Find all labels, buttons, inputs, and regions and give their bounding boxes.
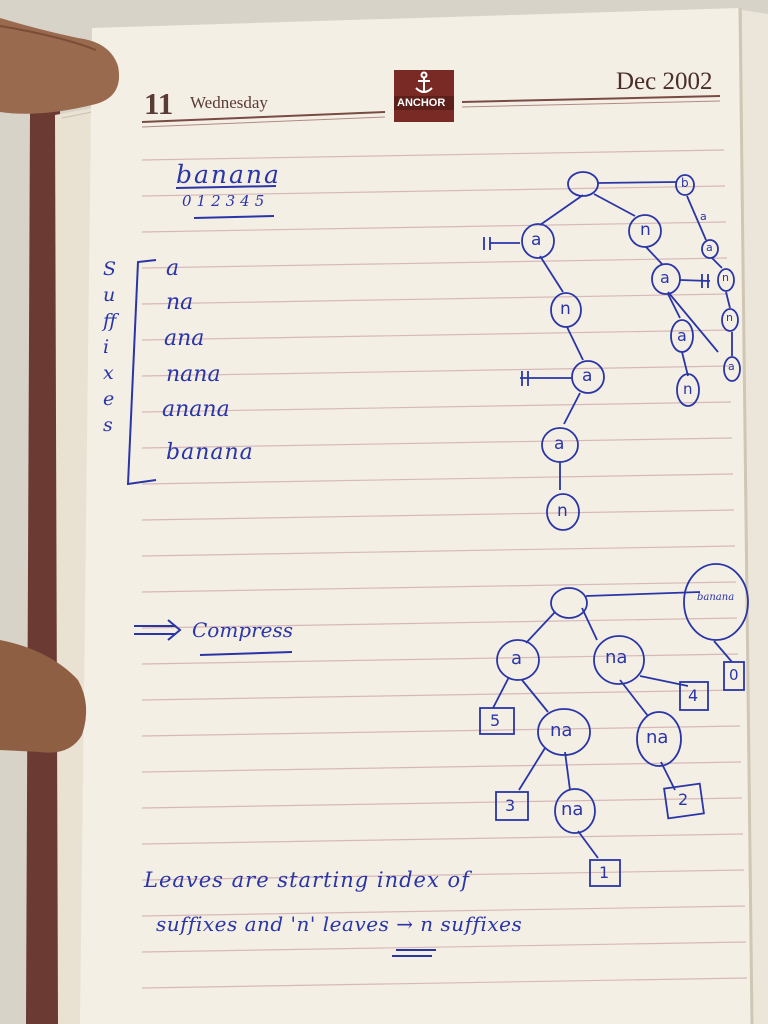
note-footer-line2: suffixes and 'n' leaves → n suffixes	[156, 912, 523, 936]
leaf-box	[679, 681, 709, 711]
date-month-year: Dec 2002	[616, 68, 713, 95]
tree-node	[636, 711, 682, 767]
trie-node-label: a	[706, 241, 713, 254]
finger	[0, 640, 87, 753]
leaf-index: 4	[688, 686, 699, 705]
date-day-number: 11	[144, 86, 174, 121]
notebook-cover	[26, 100, 62, 1024]
trie-node	[675, 174, 695, 196]
leaf-index: 2	[678, 790, 689, 809]
tree-node-label: na	[605, 647, 628, 668]
tree-node-label: na	[550, 720, 573, 741]
trie-node	[628, 214, 662, 248]
tree-node	[496, 639, 540, 681]
trie-node-label: a	[582, 366, 593, 386]
thumb	[0, 0, 120, 114]
trie-node	[541, 427, 579, 463]
tree-node-label: banana	[697, 592, 735, 603]
tree-node	[683, 563, 749, 641]
tree-root-node	[550, 587, 588, 619]
trie-node-label: a	[660, 268, 670, 287]
suffix-item: banana	[166, 440, 254, 465]
trie-node	[571, 360, 605, 394]
tree-node-label: a	[511, 648, 523, 669]
arrow-icon	[134, 619, 182, 641]
anchor-icon	[415, 71, 433, 93]
tree-node-label: na	[561, 799, 584, 820]
trie-node-label: n	[640, 220, 651, 240]
note-indices: 012345	[182, 192, 270, 210]
ruled-lines	[141, 149, 748, 989]
leaf-index: 5	[490, 711, 501, 730]
brand-name: ANCHOR	[397, 97, 446, 109]
note-side-label: Suffixes	[103, 258, 117, 436]
suffix-item: ana	[164, 326, 205, 351]
suffix-item: na	[166, 290, 194, 315]
trie-node-label: a	[700, 210, 707, 223]
compress-label: Compress	[192, 618, 294, 642]
note-footer-line1: Leaves are starting index of	[144, 868, 470, 892]
leaf-box	[723, 661, 745, 691]
trie-node-label: n	[726, 311, 733, 324]
trie-node-label: n	[560, 299, 571, 319]
date-weekday: Wednesday	[190, 93, 268, 112]
suffix-trie	[483, 181, 733, 490]
leaf-index: 1	[599, 863, 610, 882]
trie-node	[717, 268, 735, 292]
trie-node	[567, 171, 599, 197]
trie-node	[670, 319, 694, 353]
leaf-box	[495, 791, 529, 821]
leaf-box	[663, 782, 705, 820]
trie-node	[676, 373, 700, 407]
tree-node	[593, 635, 645, 685]
trie-node-label: a	[677, 326, 687, 345]
leaf-box	[479, 707, 515, 735]
trie-node	[550, 292, 582, 328]
trie-node	[546, 493, 580, 531]
trie-node	[521, 223, 555, 259]
trie-node	[651, 263, 681, 295]
leaf-box	[589, 859, 621, 887]
trie-node-label: n	[557, 501, 568, 521]
suffix-item: anana	[162, 397, 230, 422]
note-word: banana	[176, 160, 281, 189]
suffix-item: nana	[166, 362, 221, 387]
trie-node	[721, 308, 739, 332]
tree-node	[554, 788, 596, 834]
compressed-tree	[492, 591, 733, 859]
tree-node	[537, 708, 591, 756]
trie-node-label: a	[531, 230, 542, 250]
leaf-index: 3	[505, 796, 516, 815]
suffix-item: a	[166, 256, 180, 281]
trie-node-label: a	[554, 434, 565, 454]
trie-node-label: a	[728, 360, 735, 373]
tree-node-label: na	[646, 727, 669, 748]
trie-node-label: n	[722, 271, 729, 284]
trie-node	[701, 239, 719, 259]
trie-node-label: b	[681, 176, 689, 190]
leaf-index: 0	[729, 666, 739, 684]
trie-node-label: n	[683, 380, 693, 398]
trie-node	[723, 356, 741, 382]
